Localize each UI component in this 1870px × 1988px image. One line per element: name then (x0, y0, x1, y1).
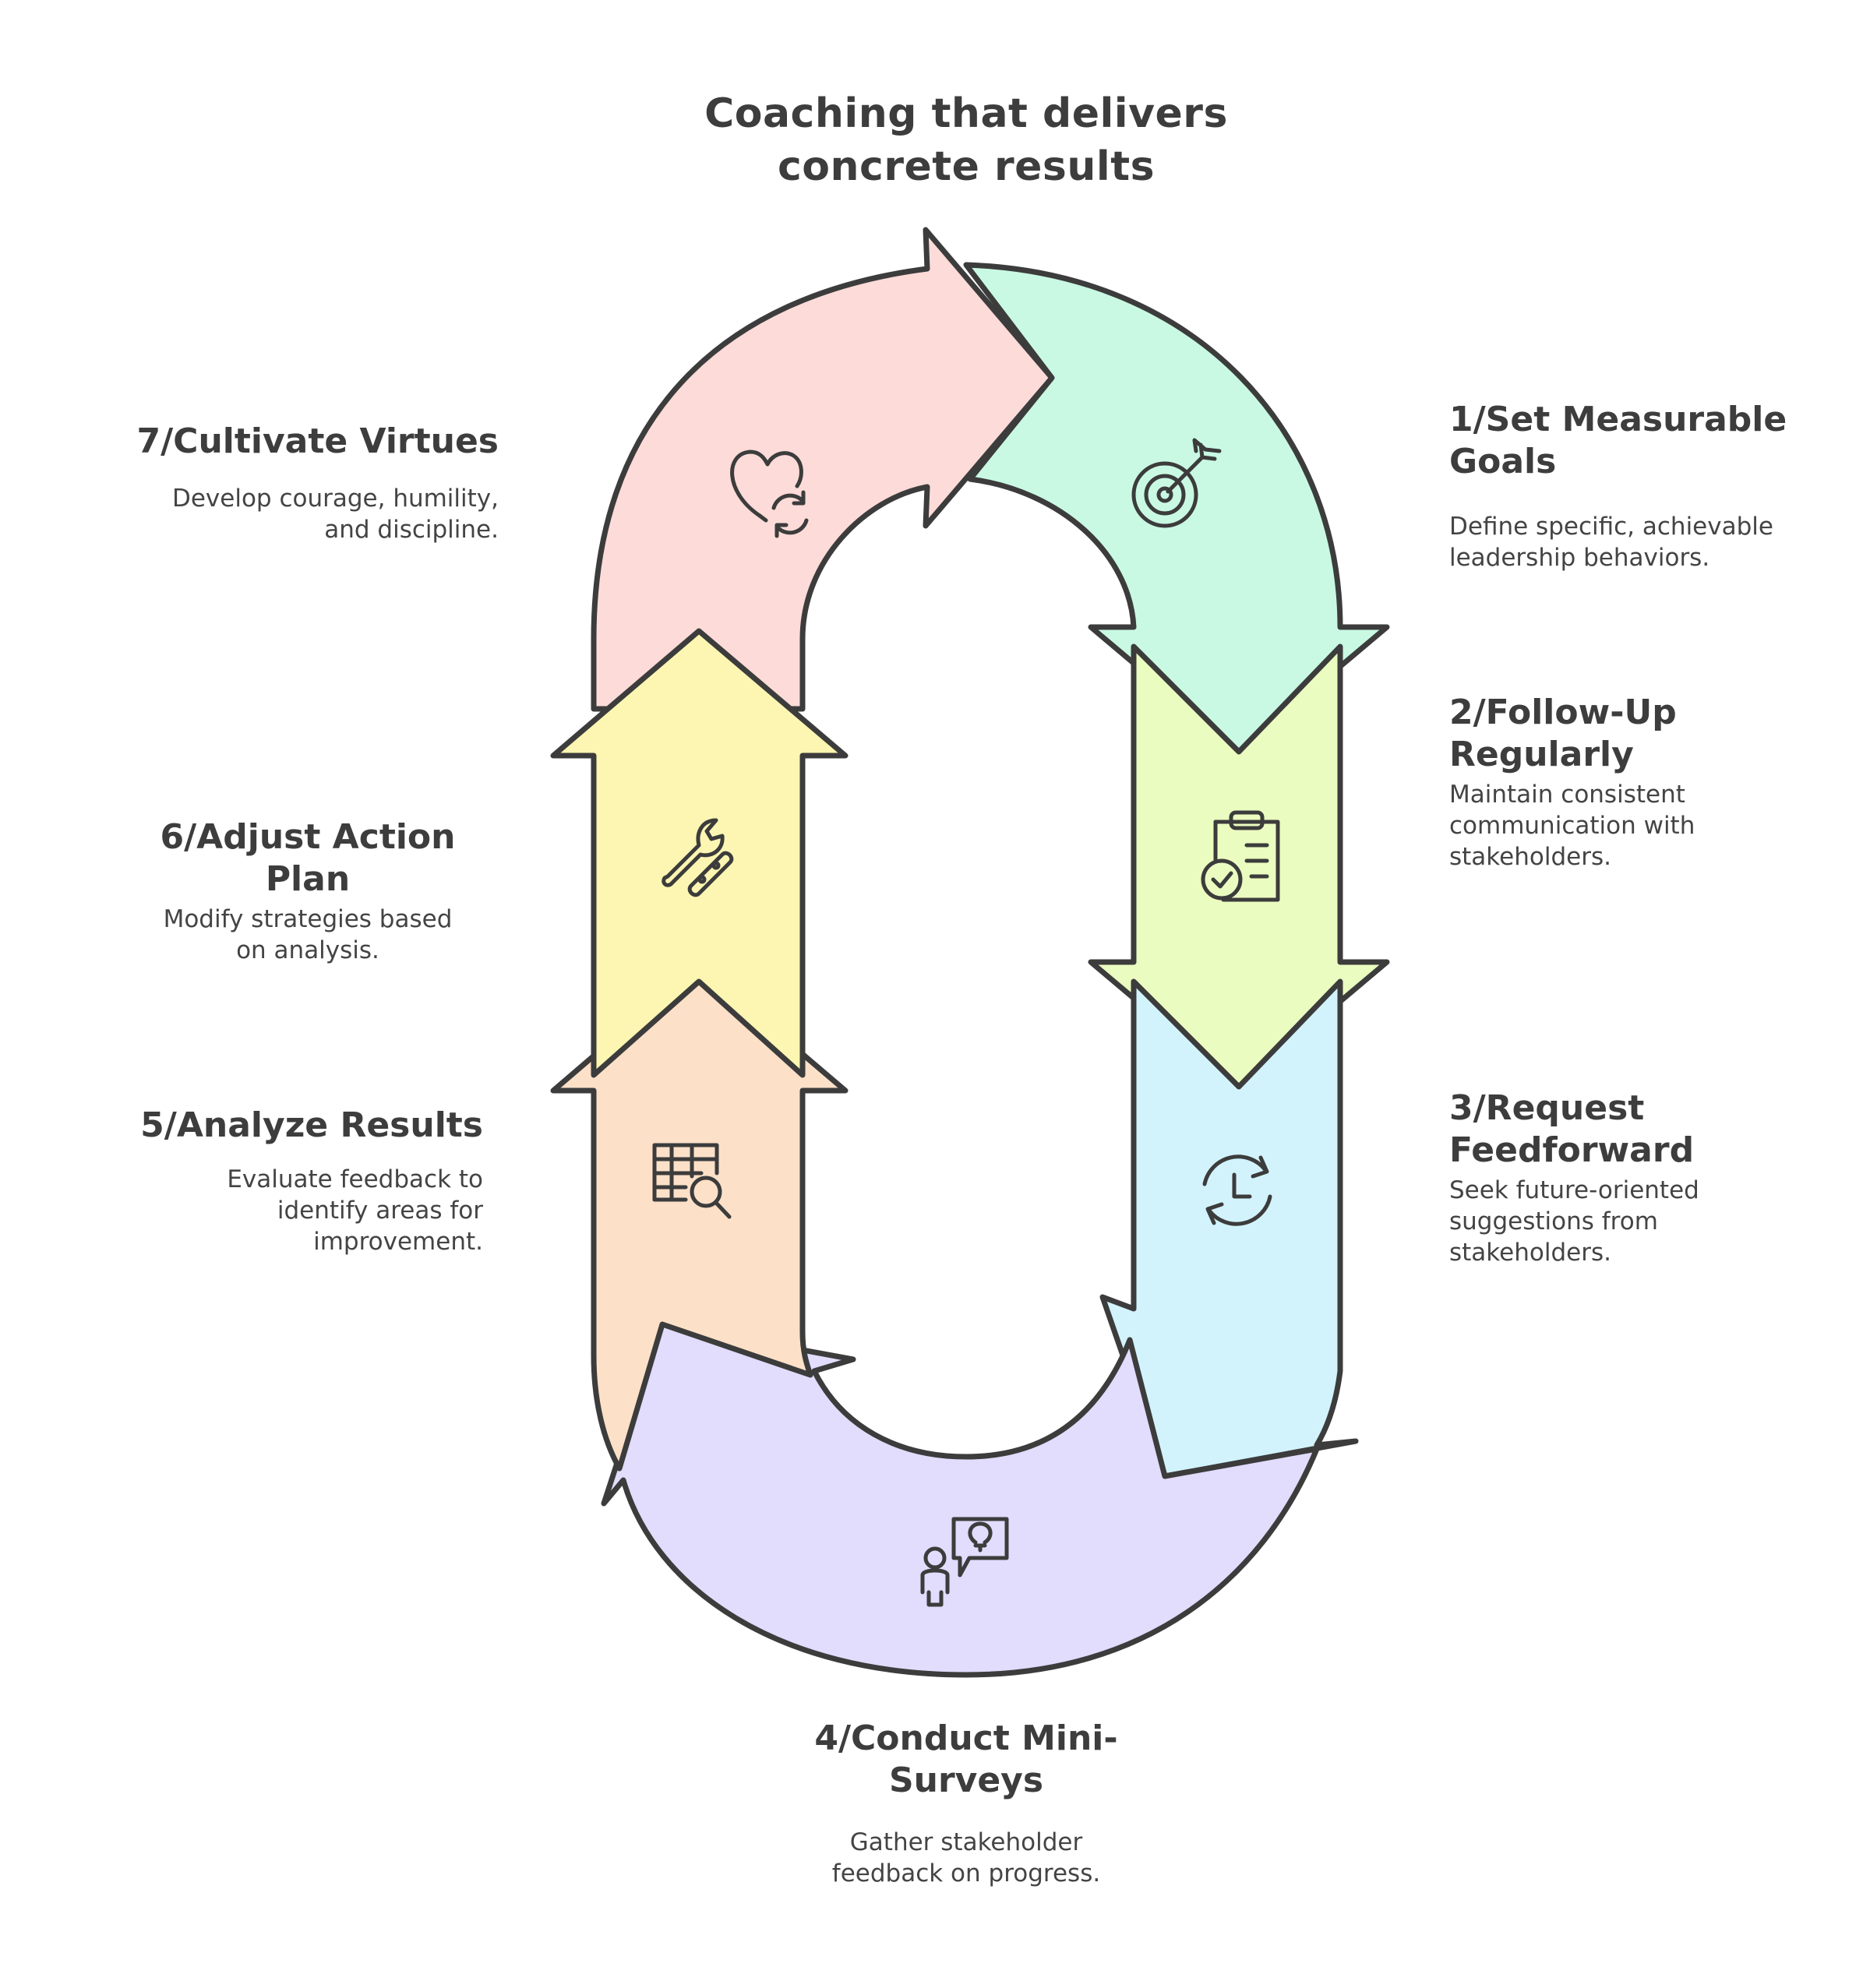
target-icon (1131, 438, 1222, 528)
segment-7-cultivate-virtues (591, 227, 1055, 712)
step-6-title: 6/Adjust Action Plan (160, 817, 456, 899)
step-4-description: Gather stakeholder feedback on progress. (831, 1828, 1101, 1888)
step-1-title: 1/Set Measurable Goals (1449, 400, 1787, 481)
step-2-description: Maintain consistent communication with s… (1449, 781, 1695, 871)
step-2-label: 2/Follow-Up Regularly Maintain consisten… (1449, 692, 1854, 872)
step-6-label: 6/Adjust Action Plan Modify strategies b… (132, 816, 483, 966)
title-line-2: concrete results (777, 143, 1156, 190)
clock-refresh-icon (1202, 1154, 1272, 1226)
diagram-title: Coaching that delivers concrete results (545, 87, 1387, 193)
step-2-title: 2/Follow-Up Regularly (1449, 693, 1677, 774)
title-line-1: Coaching that delivers (704, 90, 1228, 137)
clipboard-check-icon (1201, 810, 1280, 902)
step-4-title: 4/Conduct Mini- Surveys (814, 1718, 1118, 1800)
step-7-title: 7/Cultivate Virtues (136, 421, 499, 461)
step-3-label: 3/Request Feedforward Seek future-orient… (1449, 1087, 1854, 1268)
person-idea-icon (920, 1517, 1009, 1607)
step-6-description: Modify strategies based on analysis. (163, 905, 453, 964)
step-5-label: 5/Analyze Results Evaluate feedback to i… (94, 1105, 483, 1257)
step-5-title: 5/Analyze Results (140, 1105, 483, 1145)
table-search-icon (652, 1143, 732, 1219)
step-3-description: Seek future-oriented suggestions from st… (1449, 1176, 1699, 1267)
segment-4-conduct-mini-surveys (601, 1321, 1320, 1678)
step-4-label: 4/Conduct Mini- Surveys Gather stakehold… (732, 1718, 1200, 1889)
segment-2-follow-up-regularly (1088, 643, 1390, 1090)
step-3-title: 3/Request Feedforward (1449, 1088, 1695, 1170)
tools-icon (662, 818, 734, 897)
step-7-description: Develop courage, humility, and disciplin… (171, 485, 499, 544)
step-1-description: Define specific, achievable leadership b… (1449, 513, 1773, 572)
step-7-label: 7/Cultivate Virtues Develop courage, hum… (94, 421, 499, 545)
heart-refresh-icon (730, 449, 809, 538)
step-1-label: 1/Set Measurable Goals Define specific, … (1449, 399, 1854, 573)
segment-5-analyze-results (550, 963, 849, 1472)
step-5-description: Evaluate feedback to identify areas for … (227, 1165, 483, 1256)
